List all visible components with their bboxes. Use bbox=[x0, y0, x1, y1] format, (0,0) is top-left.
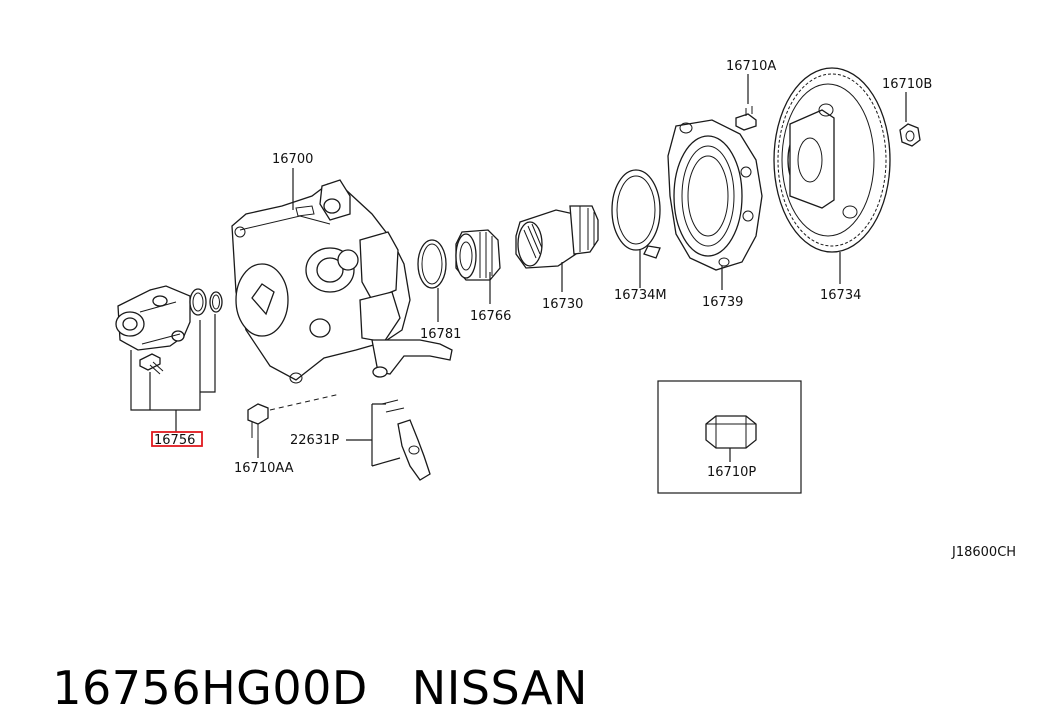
parts-diagram: 16756 16700 16710AA 22631P bbox=[115, 59, 1016, 560]
callout-16756[interactable]: 16756 bbox=[154, 433, 195, 448]
flange-16739-part[interactable] bbox=[667, 119, 763, 271]
coupling-16730-part[interactable] bbox=[515, 205, 599, 269]
solenoid-bolt-part[interactable] bbox=[139, 353, 164, 375]
callout-16710A[interactable]: 16710A bbox=[726, 59, 776, 74]
callout-22631P[interactable]: 22631P bbox=[290, 433, 339, 448]
detail-box-16710P bbox=[657, 380, 802, 494]
part-number: 16756HG00D bbox=[52, 661, 368, 715]
solenoid-valve-part[interactable] bbox=[115, 285, 191, 351]
o-ring-small[interactable] bbox=[209, 291, 223, 313]
callout-16710AA[interactable]: 16710AA bbox=[234, 461, 294, 476]
leader-16756 bbox=[130, 314, 216, 432]
callout-16781[interactable]: 16781 bbox=[420, 327, 461, 342]
footer: 16756HG00D NISSAN bbox=[22, 598, 588, 715]
callout-16710P[interactable]: 16710P bbox=[707, 465, 756, 480]
nut-16710B-part[interactable] bbox=[899, 123, 921, 147]
o-ring-large[interactable] bbox=[189, 288, 207, 316]
callout-16734M[interactable]: 16734M bbox=[614, 288, 667, 303]
leader-22631P bbox=[346, 403, 401, 467]
dashed-leader-16710AA bbox=[269, 393, 341, 411]
bolt-16710A-part[interactable] bbox=[735, 106, 757, 131]
seal-ring-16734M-part[interactable] bbox=[611, 169, 661, 259]
bearing-16766-part[interactable] bbox=[455, 229, 501, 281]
callout-16710B[interactable]: 16710B bbox=[882, 77, 932, 92]
callout-16700[interactable]: 16700 bbox=[272, 152, 313, 167]
sensor-22631P-part[interactable] bbox=[381, 399, 431, 481]
highlight-box bbox=[151, 431, 203, 447]
callout-16730[interactable]: 16730 bbox=[542, 297, 583, 312]
bolt-16710AA-part[interactable] bbox=[247, 403, 269, 440]
nut-16710P-part[interactable] bbox=[705, 415, 757, 449]
callout-16739[interactable]: 16739 bbox=[702, 295, 743, 310]
callout-16734[interactable]: 16734 bbox=[820, 288, 861, 303]
callout-16766[interactable]: 16766 bbox=[470, 309, 511, 324]
o-ring-16781-part[interactable] bbox=[417, 239, 447, 289]
drawing-code: J18600CH bbox=[951, 545, 1016, 560]
gear-16734-part[interactable] bbox=[773, 67, 891, 253]
fuel-pump-part[interactable] bbox=[231, 179, 453, 384]
brand-name: NISSAN bbox=[411, 661, 588, 715]
